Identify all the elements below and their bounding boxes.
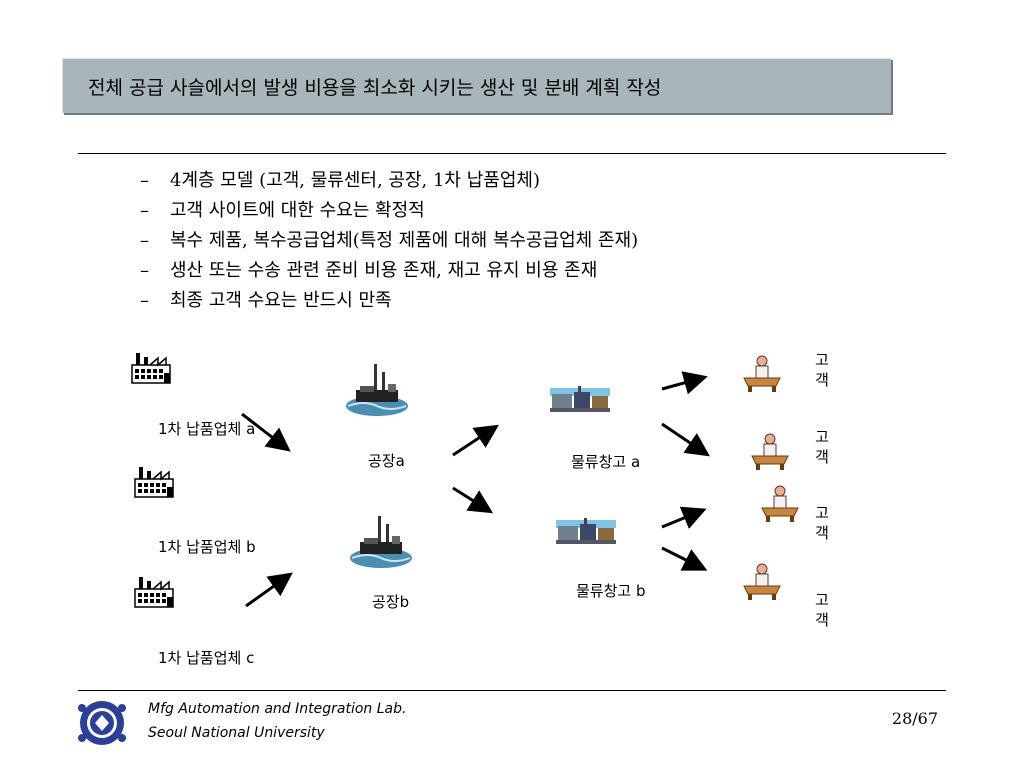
plant-icon	[350, 516, 412, 568]
customer-icon	[743, 563, 781, 600]
flow-arrow	[452, 424, 500, 457]
bullet-text: 최종 고객 수요는 반드시 만족	[170, 290, 392, 311]
header-divider	[78, 153, 946, 154]
flow-arrow	[661, 422, 710, 457]
bullet-item: –최종 고객 수요는 반드시 만족	[140, 288, 638, 318]
plant-icon	[346, 364, 408, 416]
university-seal-icon	[78, 701, 126, 745]
flow-arrow	[452, 486, 494, 514]
bullet-text: 복수 제품, 복수공급업체(특정 제품에 대해 복수공급업체 존재)	[170, 230, 639, 251]
supplier-factory-icon	[134, 467, 174, 498]
footer-lab-name: Mfg Automation and Integration Lab.	[148, 701, 407, 717]
bullet-item: –생산 또는 수송 관련 준비 비용 존재, 재고 유지 비용 존재	[140, 258, 638, 288]
title-banner: 전체 공급 사슬에서의 발생 비용을 최소화 시키는 생산 및 분배 계획 작성	[62, 58, 891, 113]
supplier-factory-icon	[131, 353, 171, 384]
flow-arrow	[661, 371, 708, 395]
customer-icon	[761, 485, 799, 522]
plant-label: 공장a	[368, 452, 405, 470]
bullet-item: –복수 제품, 복수공급업체(특정 제품에 대해 복수공급업체 존재)	[140, 228, 638, 258]
warehouse-label: 물류창고 b	[576, 582, 646, 600]
footer-divider	[78, 690, 946, 691]
page-number: 28/67	[891, 709, 938, 728]
flow-arrow	[245, 572, 293, 608]
page-title: 전체 공급 사슬에서의 발생 비용을 최소화 시키는 생산 및 분배 계획 작성	[88, 77, 662, 99]
supplier-label: 1차 납품업체 b	[158, 538, 256, 556]
customer-label: 고 객	[815, 428, 829, 466]
customer-label: 고 객	[815, 351, 829, 389]
footer-university: Seoul National University	[148, 725, 325, 741]
customer-label: 고 객	[815, 504, 829, 542]
customer-icon	[751, 433, 789, 470]
supplier-factory-icon	[134, 577, 174, 608]
supplier-label: 1차 납품업체 c	[158, 649, 255, 667]
bullet-marker: –	[140, 290, 149, 311]
supplier-label: 1차 납품업체 a	[158, 420, 256, 438]
bullet-text: 4계층 모델 (고객, 물류센터, 공장, 1차 납품업체)	[170, 170, 540, 191]
customer-icon	[743, 355, 781, 392]
bullet-text: 생산 또는 수송 관련 준비 비용 존재, 재고 유지 비용 존재	[170, 260, 598, 281]
bullet-text: 고객 사이트에 대한 수요는 확정적	[170, 200, 425, 221]
plant-label: 공장b	[372, 593, 410, 611]
bullet-item: –4계층 모델 (고객, 물류센터, 공장, 1차 납품업체)	[140, 168, 638, 198]
flow-arrow	[661, 506, 707, 529]
bullet-marker: –	[140, 230, 149, 251]
bullet-item: –고객 사이트에 대한 수요는 확정적	[140, 198, 638, 228]
flow-arrow	[241, 412, 291, 452]
warehouse-icon	[550, 386, 610, 412]
warehouse-label: 물류창고 a	[571, 453, 641, 471]
bullet-list: –4계층 모델 (고객, 물류센터, 공장, 1차 납품업체) –고객 사이트에…	[140, 168, 638, 318]
bullet-marker: –	[140, 260, 149, 281]
bullet-marker: –	[140, 170, 149, 191]
flow-arrow	[661, 546, 708, 571]
customer-label: 고 객	[815, 591, 829, 629]
bullet-marker: –	[140, 200, 149, 221]
warehouse-icon	[556, 518, 616, 544]
